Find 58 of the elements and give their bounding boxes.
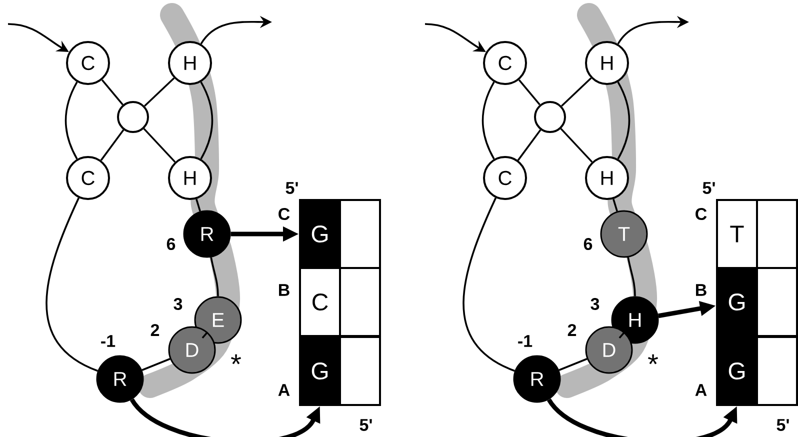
base-cell: G <box>299 336 341 406</box>
position-number: 3 <box>174 298 182 310</box>
position-number: 2 <box>568 324 576 336</box>
asterisk: * <box>231 354 242 364</box>
strand-label: 5' <box>702 182 715 194</box>
contact-arrow <box>130 398 320 437</box>
zinc-circle <box>117 101 149 133</box>
position-number: 6 <box>584 238 592 250</box>
chain-line <box>558 358 588 371</box>
contact-arrow <box>547 398 738 437</box>
strand-label: 5' <box>286 182 298 194</box>
base-cell: C <box>299 267 341 337</box>
row-label: C <box>278 208 290 220</box>
chain-line <box>612 198 618 212</box>
chain-line <box>142 358 170 371</box>
base-cell: T <box>716 199 758 269</box>
chain-line <box>196 198 201 212</box>
chain-line <box>100 129 124 161</box>
position-number: 3 <box>590 298 600 310</box>
position-number: 6 <box>166 238 176 250</box>
row-label: B <box>279 284 290 296</box>
row-label: C <box>696 208 707 220</box>
row-label: B <box>696 284 706 296</box>
chain-line <box>202 331 208 339</box>
chain-line <box>143 128 176 163</box>
base-cell: G <box>716 336 758 406</box>
base-cell <box>756 199 798 269</box>
chain-line <box>210 257 219 296</box>
chain-line <box>618 331 626 339</box>
position-number: -1 <box>101 335 116 347</box>
chain-line <box>462 198 516 372</box>
base-cell <box>756 267 798 337</box>
chain-line <box>101 79 124 106</box>
strand-label: 5' <box>360 419 372 431</box>
base-cell <box>756 336 798 406</box>
zinc-circle <box>534 101 566 133</box>
chain-line <box>560 128 593 163</box>
row-label: A <box>695 384 707 396</box>
asterisk: * <box>648 354 658 364</box>
base-cell <box>339 336 381 406</box>
position-number: 2 <box>150 324 160 336</box>
chain-line <box>46 198 98 372</box>
chain-line <box>64 82 78 160</box>
strand-label: 5' <box>776 419 789 431</box>
chain-line <box>561 77 592 107</box>
chain-line <box>144 77 175 107</box>
base-cell: G <box>299 199 341 269</box>
position-number: -1 <box>518 335 532 347</box>
base-cell <box>339 199 381 269</box>
chain-line <box>482 82 495 160</box>
base-cell <box>339 267 381 337</box>
chain-line <box>617 82 630 160</box>
chain-line <box>200 82 214 160</box>
chain-line <box>627 257 636 296</box>
base-cell: G <box>716 267 758 337</box>
row-label: A <box>278 384 290 396</box>
chain-line <box>518 79 540 106</box>
chain-line <box>517 129 542 161</box>
